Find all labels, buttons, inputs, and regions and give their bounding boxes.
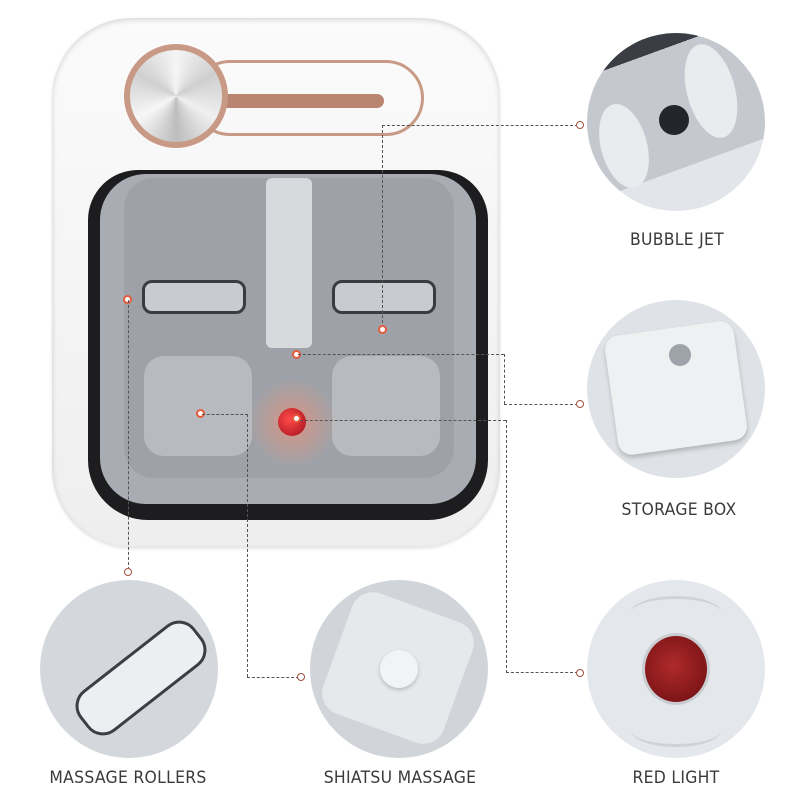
slider-fill: [202, 94, 384, 108]
connector-shiatsu-h: [202, 414, 248, 415]
roller-shape: [67, 612, 215, 744]
storage-box-detail-image: [587, 300, 765, 478]
massage-rollers-detail-image: [40, 580, 218, 758]
massage-roller-right: [332, 280, 436, 314]
storage-box-shape: [603, 319, 749, 457]
label-shiatsu-massage: SHIATSU MASSAGE: [323, 768, 477, 788]
callout-massage-rollers: [124, 568, 132, 576]
shiatsu-massage-detail-image: [310, 580, 488, 758]
connector-redlight-h: [300, 420, 506, 421]
hotspot-red-light[interactable]: [292, 414, 301, 423]
label-storage-box: STORAGE BOX: [621, 500, 737, 520]
signal-wave-top: [631, 596, 721, 629]
connector-redlight-h2: [506, 672, 578, 673]
hotspot-massage-rollers[interactable]: [123, 295, 132, 304]
callout-storage-box: [576, 400, 584, 408]
label-bubble-jet: BUBBLE JET: [629, 230, 725, 250]
connector-redlight-v: [506, 420, 507, 673]
connector-storage-v: [504, 354, 505, 404]
connector-bubble-jet-h: [382, 125, 578, 126]
signal-wave-bottom: [631, 714, 721, 747]
connector-storage-h1: [298, 354, 504, 355]
massage-nub-icon: [590, 98, 658, 194]
connector-shiatsu-h2: [247, 677, 299, 678]
red-light-lens: [645, 636, 707, 702]
shiatsu-pad-left: [144, 356, 252, 456]
connector-storage-h2: [504, 404, 578, 405]
label-red-light: RED LIGHT: [632, 768, 720, 788]
control-knob-face: [130, 50, 222, 142]
connector-shiatsu-v: [247, 414, 248, 677]
connector-rollers-v: [128, 300, 129, 570]
jet-nozzle-icon: [659, 105, 689, 135]
shiatsu-center-nub: [380, 650, 418, 688]
label-massage-rollers: MASSAGE ROLLERS: [49, 768, 207, 788]
hotspot-bubble-jet[interactable]: [378, 325, 387, 334]
red-light-lamp: [278, 408, 306, 436]
connector-bubble-jet-v: [382, 125, 383, 323]
massage-roller-left: [142, 280, 246, 314]
shiatsu-pad-right: [332, 356, 440, 456]
callout-shiatsu: [297, 673, 305, 681]
bubble-jet-detail-image: [587, 33, 765, 211]
storage-hole-icon: [669, 344, 691, 366]
callout-bubble-jet: [576, 121, 584, 129]
callout-red-light: [576, 669, 584, 677]
foot-spa-product: [52, 18, 500, 558]
red-light-detail-image: [587, 580, 765, 758]
center-column: [266, 178, 312, 348]
hotspot-shiatsu[interactable]: [196, 409, 205, 418]
